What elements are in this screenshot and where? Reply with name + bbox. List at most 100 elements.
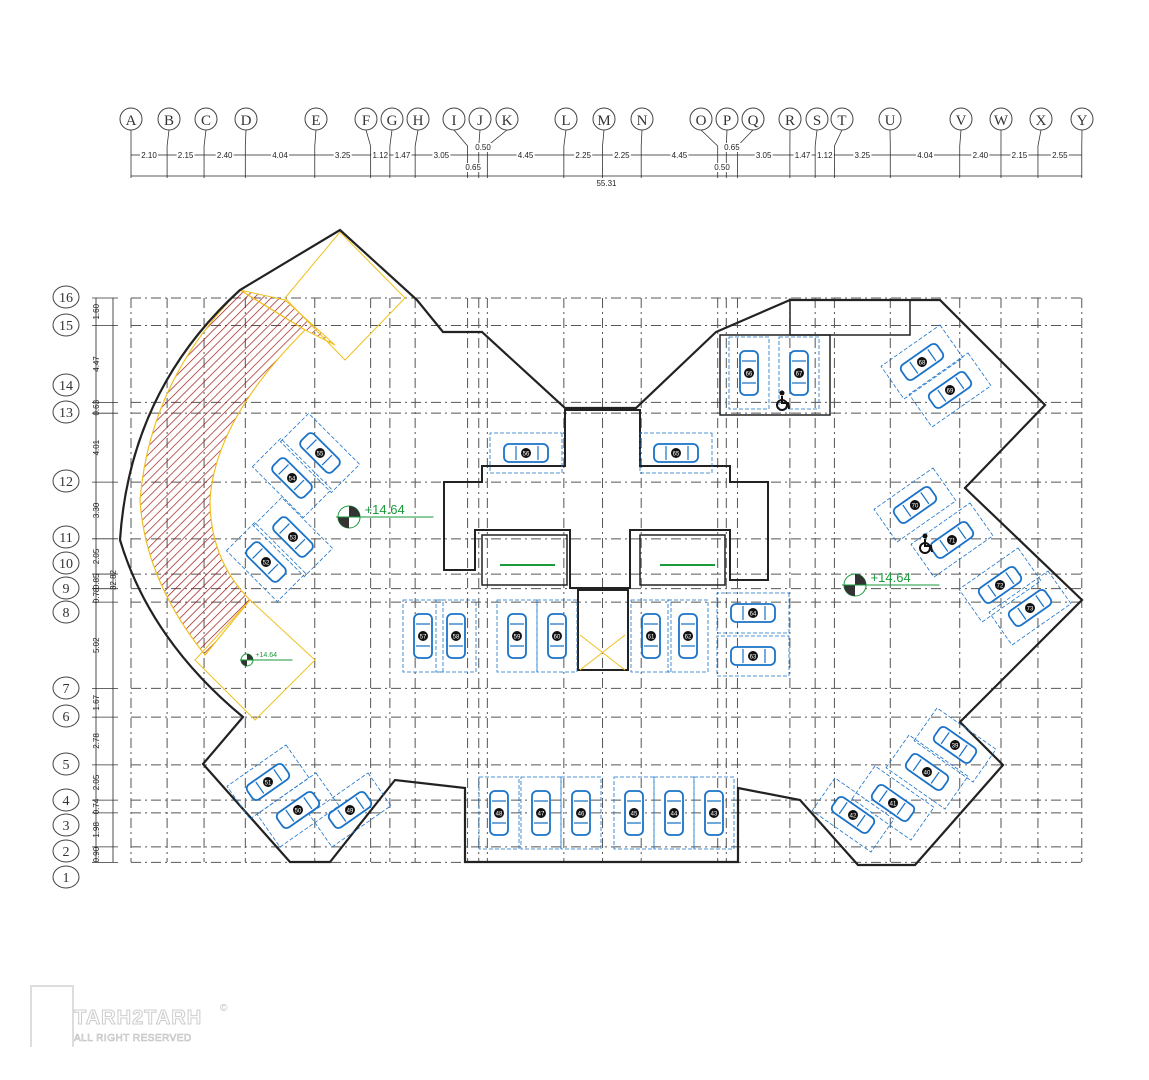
grid-bubble xyxy=(52,525,80,549)
grid-bubble xyxy=(1029,107,1053,131)
space-number: 43 xyxy=(711,812,718,818)
row-spacing: 2.78 xyxy=(92,733,101,749)
parking-space-64: 64 xyxy=(716,592,790,634)
column-spacing: 3.05 xyxy=(756,151,772,160)
column-spacing: 4.45 xyxy=(518,151,534,160)
space-number: 57 xyxy=(420,635,427,641)
grid-label-9: 9 xyxy=(63,582,70,597)
grid-bubble xyxy=(778,107,802,131)
grid-label-D: D xyxy=(241,113,252,129)
column-spacing: 1.47 xyxy=(795,151,811,160)
parking-space-48: 48 xyxy=(478,776,520,850)
space-number: 48 xyxy=(496,812,503,818)
space-number: 47 xyxy=(538,812,545,818)
grid-label-14: 14 xyxy=(59,379,73,394)
space-number: 64 xyxy=(750,612,757,618)
grid-bubble xyxy=(878,107,902,131)
space-number: 71 xyxy=(949,539,956,545)
row-spacing: 0.90 xyxy=(92,846,101,862)
space-number: 40 xyxy=(924,771,931,777)
space-number-badge xyxy=(646,631,656,641)
grid-bubble xyxy=(592,107,616,131)
grid-bubble xyxy=(52,576,80,600)
dim-bg xyxy=(1010,151,1029,160)
parking-bay xyxy=(630,599,672,673)
parking-bay xyxy=(716,592,790,634)
grid-bubble xyxy=(689,107,713,131)
dim-bg xyxy=(516,151,535,160)
dim-extension xyxy=(640,129,643,178)
level-marker: +14.64 xyxy=(240,652,293,667)
space-number: 45 xyxy=(631,812,638,818)
grid-label-K: K xyxy=(502,113,513,129)
dim-bg xyxy=(474,143,493,152)
grid-bubble xyxy=(830,107,854,131)
column-spacing: 1.12 xyxy=(372,151,388,160)
grid-label-Y: Y xyxy=(1077,113,1088,129)
parking-space-71: 71 xyxy=(910,502,994,578)
parking-bay xyxy=(402,599,444,673)
level-marker: +14.64 xyxy=(336,502,434,529)
parking-space-52: 52 xyxy=(225,521,307,603)
grid-label-2: 2 xyxy=(63,845,70,860)
grid-bubble xyxy=(52,813,80,837)
row-spacing: 1.98 xyxy=(92,822,101,838)
column-spacing: 0.65 xyxy=(465,163,481,172)
row-spacing: 0.85 xyxy=(92,573,101,589)
parking-bay xyxy=(728,336,770,410)
grid-label-O: O xyxy=(696,113,707,129)
grid-bubble xyxy=(630,107,654,131)
grid-bubble xyxy=(52,551,80,575)
space-number: 41 xyxy=(890,802,897,808)
space-number-badge xyxy=(576,808,586,818)
grid-label-W: W xyxy=(994,113,1009,129)
space-number-badge xyxy=(910,500,920,510)
space-number: 62 xyxy=(685,635,692,641)
dim-extension xyxy=(486,129,508,178)
space-number: 66 xyxy=(746,372,753,378)
parking-space-70: 70 xyxy=(873,467,957,543)
grid-bubble xyxy=(52,676,80,700)
parking-space-69: 69 xyxy=(908,352,992,428)
row-spacing: 0.78 xyxy=(92,587,101,603)
space-number-badge xyxy=(1025,603,1035,613)
parking-space-49: 49 xyxy=(308,772,392,848)
space-number-badge xyxy=(263,777,273,787)
grid-label-R: R xyxy=(785,113,795,129)
parking-space-51: 51 xyxy=(226,744,310,820)
parking-space-60: 60 xyxy=(536,599,578,673)
dim-extension xyxy=(814,129,818,178)
parking-bay xyxy=(910,502,994,578)
column-spacing: 4.45 xyxy=(672,151,688,160)
space-number-badge xyxy=(512,631,522,641)
dim-bg xyxy=(176,151,195,160)
parking-space-65: 65 xyxy=(639,432,713,474)
space-number-badge xyxy=(287,473,297,483)
grid-label-8: 8 xyxy=(63,606,70,621)
parking-bay xyxy=(778,336,820,410)
parking-space-44: 44 xyxy=(653,776,695,850)
grid-bubble xyxy=(52,704,80,728)
space-number-badge xyxy=(950,740,960,750)
column-spacing: 2.15 xyxy=(178,151,194,160)
column-spacing: 1.47 xyxy=(395,151,411,160)
wheelchair-icon xyxy=(776,390,790,411)
space-number-badge xyxy=(794,368,804,378)
row-spacing: 1.60 xyxy=(92,303,101,319)
space-number-badge xyxy=(293,805,303,815)
row-spacing: 0.74 xyxy=(92,798,101,814)
dim-bg xyxy=(1050,151,1069,160)
dim-bg xyxy=(371,151,390,160)
level-value: +14.64 xyxy=(365,502,405,517)
row-spacing: 1.67 xyxy=(92,694,101,710)
space-number: 51 xyxy=(265,781,272,787)
column-spacing: 2.55 xyxy=(1052,151,1068,160)
space-number: 73 xyxy=(1027,607,1034,613)
column-spacing: 3.05 xyxy=(434,151,450,160)
grid-bubble xyxy=(406,107,430,131)
grid-label-E: E xyxy=(311,113,320,129)
parking-bay xyxy=(489,432,563,474)
level-marker: +14.64 xyxy=(842,570,940,597)
column-spacing: 3.25 xyxy=(335,151,351,160)
